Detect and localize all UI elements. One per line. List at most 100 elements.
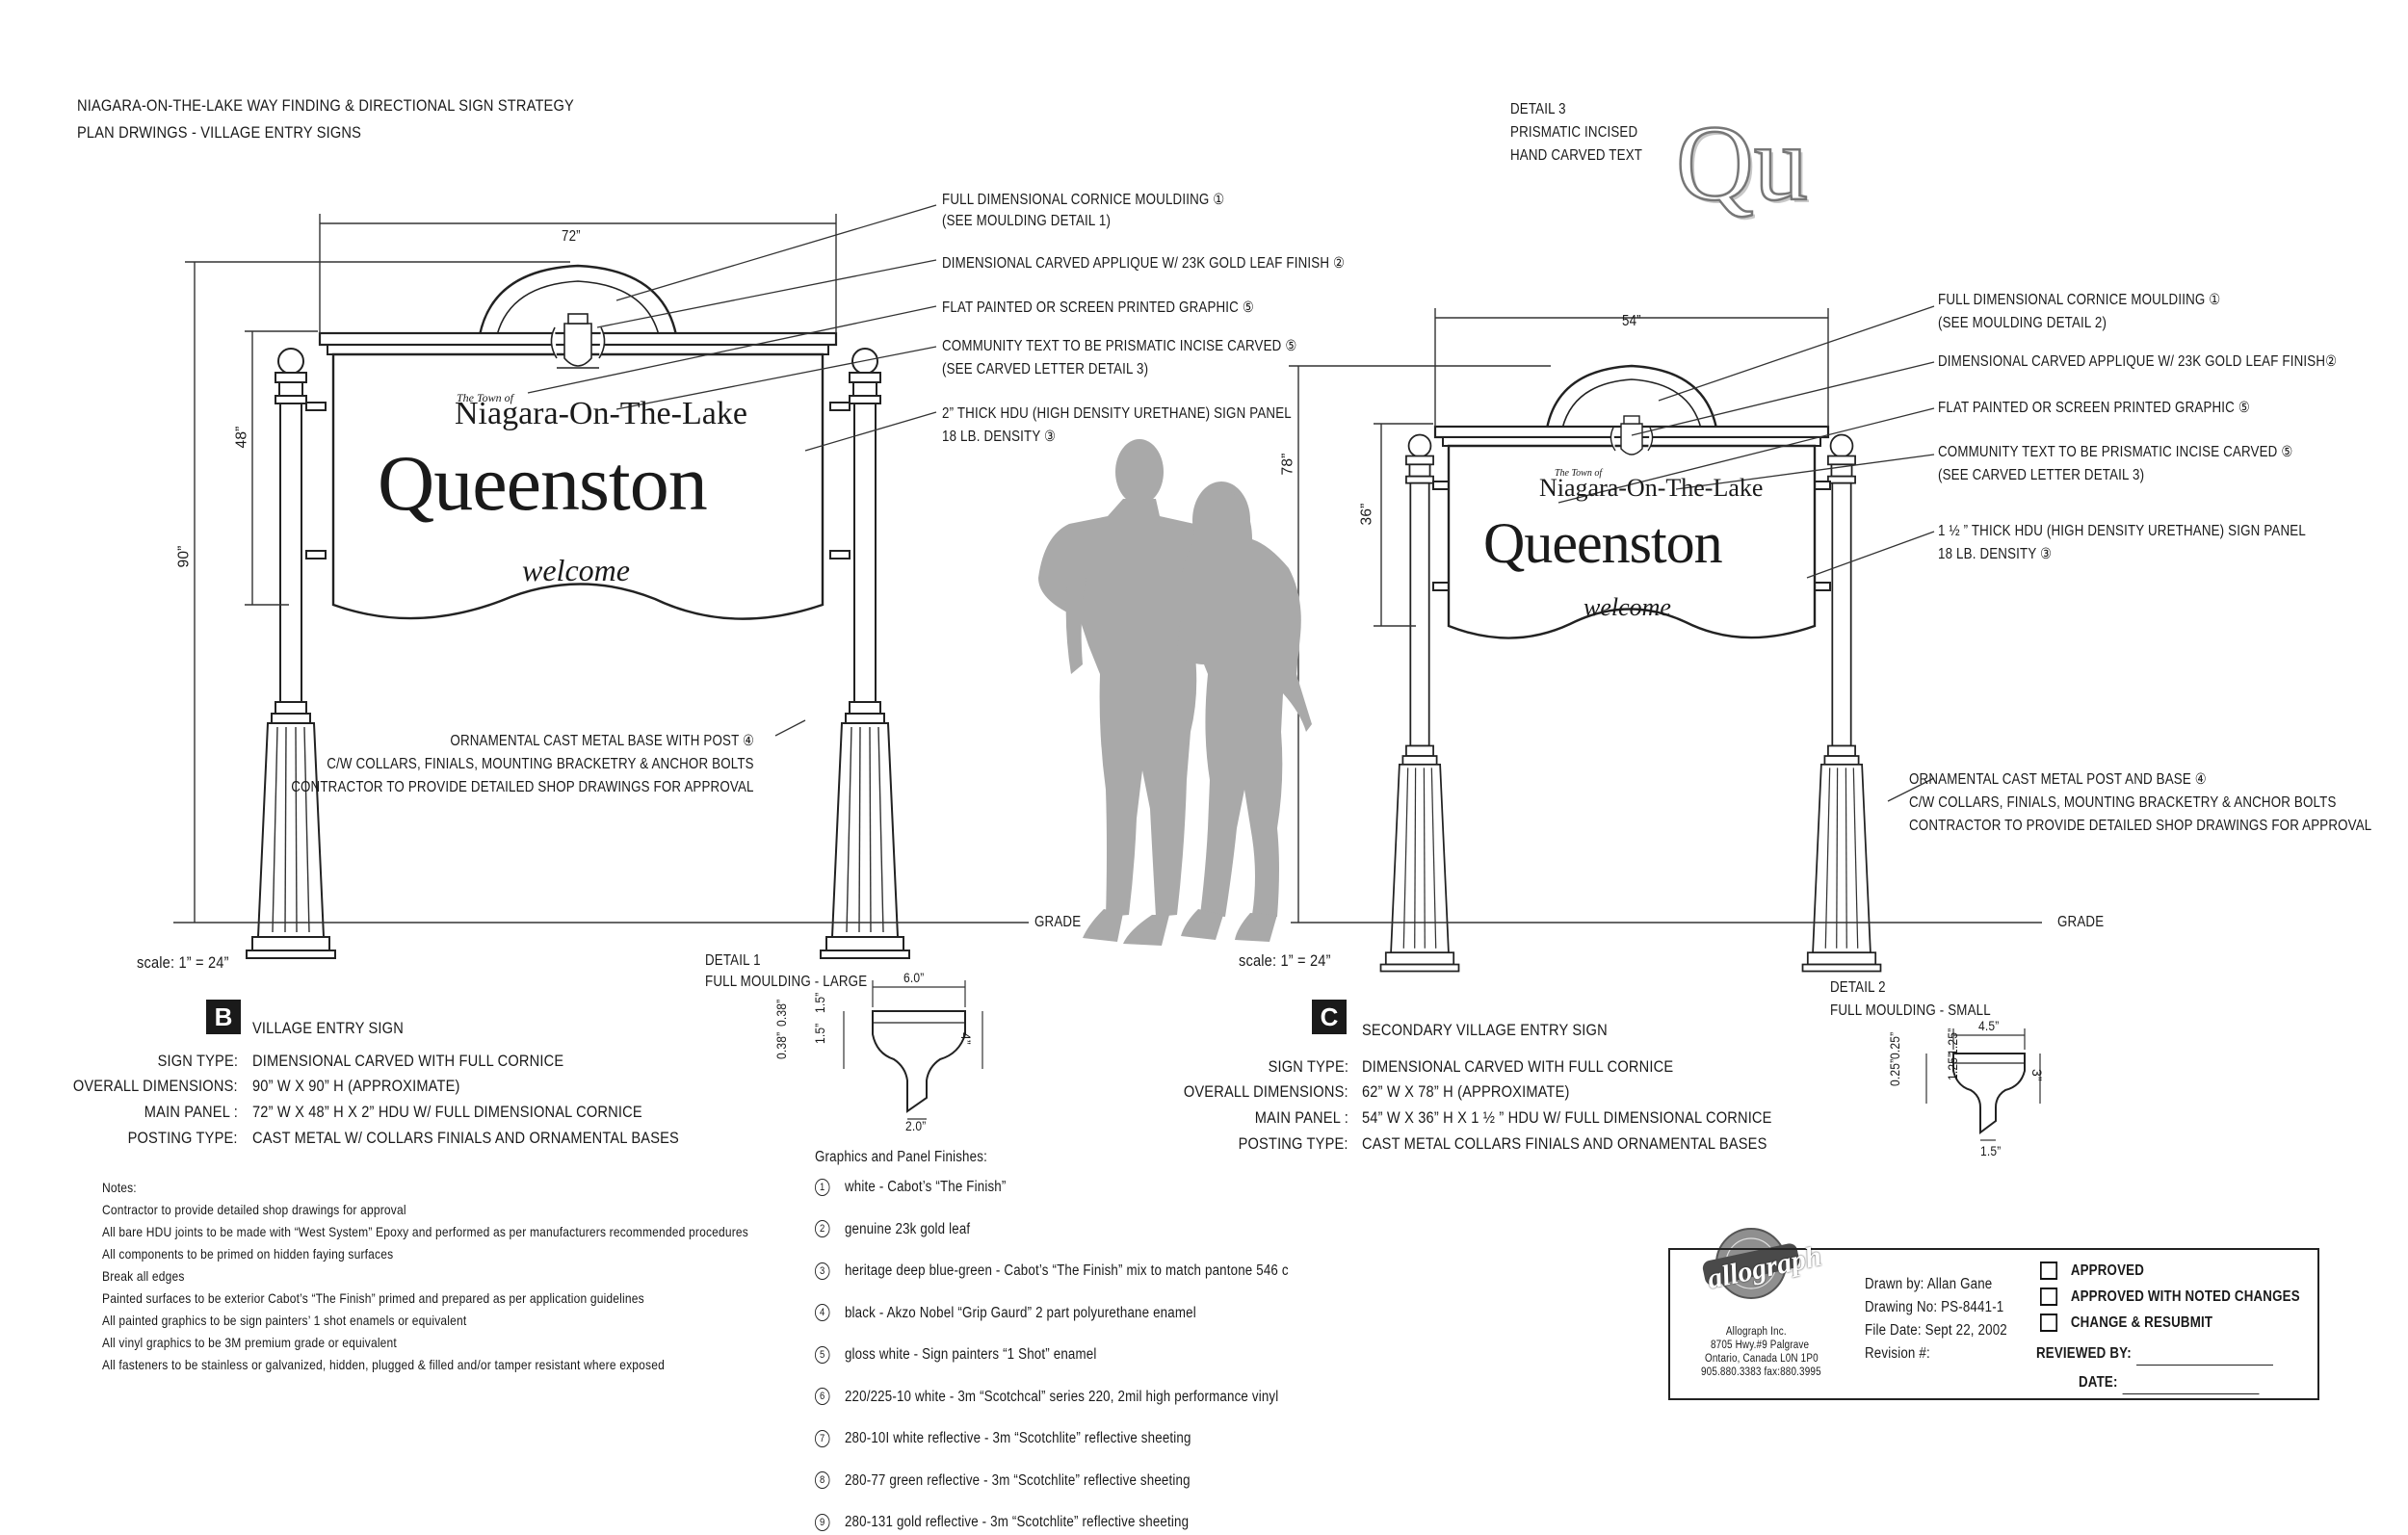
detail3-label: PRISMATIC INCISED: [1510, 124, 1638, 141]
sign-b-town-name: Niagara-On-The-Lake: [455, 396, 747, 431]
sign-c-spec-label: OVERALL DIMENSIONS:: [1184, 1082, 1348, 1101]
company-address: 8705 Hwy.#9 Palgrave: [1711, 1340, 1810, 1351]
note-item: All vinyl graphics to be 3M premium grad…: [102, 1335, 397, 1350]
sign-b-title: VILLAGE ENTRY SIGN: [252, 1019, 404, 1037]
detail1-left1: 0.38”: [773, 999, 789, 1027]
detail1-title: DETAIL 1: [705, 952, 761, 969]
sign-c-callout-5-sub: 18 LB. DENSITY ③: [1938, 546, 2053, 562]
sign-c-spec-label: MAIN PANEL :: [1254, 1108, 1348, 1127]
sign-b-callout-2: DIMENSIONAL CARVED APPLIQUE W/ 23K GOLD …: [942, 255, 1346, 272]
sign-c-spec-label: POSTING TYPE:: [1238, 1134, 1348, 1153]
sign-c-spec-value: 54” W X 36” H X 1 ½ ” HDU W/ FULL DIMENS…: [1362, 1108, 1772, 1127]
file-date: File Date: Sept 22, 2002: [1865, 1322, 2007, 1339]
sign-c-callout-1-sub: (SEE MOULDING DETAIL 2): [1938, 315, 2107, 331]
sign-c-spec-value: CAST METAL COLLARS FINIALS AND ORNAMENTA…: [1362, 1134, 1767, 1153]
header-title: NIAGARA-ON-THE-LAKE WAY FINDING & DIRECT…: [77, 96, 574, 115]
sign-b-callout-5-sub: 18 LB. DENSITY ③: [942, 429, 1057, 445]
sign-c-callout-4: COMMUNITY TEXT TO BE PRISMATIC INCISE CA…: [1938, 444, 2293, 460]
detail2-step1: 1.25”: [1945, 1028, 1960, 1055]
sign-b-community-name: Queenston: [378, 439, 708, 527]
date-field[interactable]: DATE:: [2079, 1371, 2260, 1394]
approved-changes-checkbox[interactable]: [2040, 1288, 2058, 1307]
sign-c-town-name: Niagara-On-The-Lake: [1539, 474, 1764, 502]
sign-c-base-note: ORNAMENTAL CAST METAL POST AND BASE ④: [1909, 771, 2207, 788]
detail1-subtitle: FULL MOULDING - LARGE: [705, 974, 868, 990]
sign-c-callout-4-sub: (SEE CARVED LETTER DETAIL 3): [1938, 467, 2145, 483]
sign-b-callout-1: FULL DIMENSIONAL CORNICE MOULDIING ①: [942, 192, 1225, 208]
notes-title: Notes:: [102, 1180, 137, 1195]
sign-c-callout-2: DIMENSIONAL CARVED APPLIQUE W/ 23K GOLD …: [1938, 353, 2338, 370]
detail-1-moulding-profile: [872, 1010, 966, 1113]
sign-b-drawing: [246, 264, 910, 959]
sign-c-panel-height-dim: 36”: [1358, 503, 1375, 526]
detail1-width-top: 6.0”: [903, 970, 925, 985]
sign-b-spec-value: DIMENSIONAL CARVED WITH FULL CORNICE: [252, 1052, 564, 1070]
sign-b-town-small: The Town of: [457, 391, 513, 404]
revision: Revision #:: [1865, 1345, 1930, 1362]
sign-b-callout-3: FLAT PAINTED OR SCREEN PRINTED GRAPHIC ⑤: [942, 299, 1254, 316]
approved-option[interactable]: APPROVED: [2040, 1260, 2144, 1283]
reviewed-by-field[interactable]: REVIEWED BY:: [2036, 1342, 2273, 1366]
sign-b-spec-value: 90” W X 90” H (APPROXIMATE): [252, 1077, 460, 1095]
detail2-subtitle: FULL MOULDING - SMALL: [1830, 1002, 1991, 1019]
elevation-drawings: [173, 204, 2042, 1299]
detail2-left2: 0.25”: [1887, 1058, 1902, 1086]
approved-checkbox[interactable]: [2040, 1262, 2058, 1281]
header-subtitle: PLAN DRWINGS - VILLAGE ENTRY SIGNS: [77, 123, 362, 142]
note-item: Break all edges: [102, 1268, 185, 1284]
sign-b-spec-value: 72” W X 48” H X 2” HDU W/ FULL DIMENSION…: [252, 1103, 642, 1121]
drawn-by: Drawn by: Allan Gane: [1865, 1276, 1993, 1292]
drawing-number: Drawing No: PS-8441-1: [1865, 1299, 2004, 1315]
note-item: All fasteners to be stainless or galvani…: [102, 1357, 665, 1372]
reviewed-by-line[interactable]: [2136, 1351, 2273, 1366]
detail1-step1: 1.5”: [812, 992, 827, 1013]
date-line[interactable]: [2122, 1380, 2260, 1394]
detail2-height: 3”: [2029, 1069, 2045, 1081]
sign-c-scale: scale: 1” = 24”: [1239, 951, 1331, 970]
sign-b-width-dim: 72”: [562, 228, 581, 245]
detail3-carved-letters: Qu: [1675, 104, 1809, 223]
sign-c-drawing: [1379, 364, 1882, 973]
note-item: All painted graphics to be sign painters…: [102, 1313, 467, 1328]
note-item: All components to be primed on hidden fa…: [102, 1246, 394, 1262]
approved-changes-option[interactable]: APPROVED WITH NOTED CHANGES: [2040, 1286, 2300, 1309]
grade-label-c: GRADE: [2057, 914, 2105, 930]
change-resubmit-checkbox[interactable]: [2040, 1314, 2058, 1333]
sign-c-base-note: CONTRACTOR TO PROVIDE DETAILED SHOP DRAW…: [1909, 818, 2372, 834]
sign-c-base-note: C/W COLLARS, FINIALS, MOUNTING BRACKETRY…: [1909, 794, 2337, 811]
sign-b-spec-label: OVERALL DIMENSIONS:: [73, 1077, 238, 1095]
detail-2-moulding-profile: [1952, 1053, 2026, 1134]
sign-c-title: SECONDARY VILLAGE ENTRY SIGN: [1362, 1021, 1608, 1039]
company-phone: 905.880.3383 fax:880.3995: [1701, 1366, 1821, 1378]
sign-b-callout-1-sub: (SEE MOULDING DETAIL 1): [942, 213, 1112, 229]
sign-b-total-height-dim: 90”: [175, 545, 193, 568]
sign-c-spec-label: SIGN TYPE:: [1268, 1057, 1348, 1076]
sign-c-total-height-dim: 78”: [1279, 453, 1296, 476]
detail-2-dimension-lines: [1925, 1028, 2041, 1141]
detail2-width-bottom: 1.5”: [1980, 1143, 2002, 1158]
detail2-title: DETAIL 2: [1830, 979, 1886, 996]
sign-b-scale: scale: 1” = 24”: [137, 953, 229, 972]
detail1-height: 4”: [958, 1032, 974, 1045]
sign-b-badge: B: [206, 1000, 241, 1034]
leader-lines: [527, 204, 1935, 802]
note-item: Contractor to provide detailed shop draw…: [102, 1202, 406, 1217]
sign-b-callout-4: COMMUNITY TEXT TO BE PRISMATIC INCISE CA…: [942, 338, 1297, 354]
change-resubmit-option[interactable]: CHANGE & RESUBMIT: [2040, 1312, 2212, 1335]
sign-b-panel-height-dim: 48”: [233, 426, 250, 449]
detail2-left1: 0.25”: [1887, 1031, 1902, 1059]
sign-b-welcome: welcome: [522, 553, 630, 587]
sign-c-community-name: Queenston: [1483, 511, 1723, 575]
company-name: Allograph Inc.: [1725, 1326, 1787, 1338]
note-item: Painted surfaces to be exterior Cabot’s …: [102, 1290, 644, 1306]
detail1-left2: 0.38”: [773, 1031, 789, 1059]
sign-b-callout-5: 2” THICK HDU (HIGH DENSITY URETHANE) SIG…: [942, 405, 1292, 422]
